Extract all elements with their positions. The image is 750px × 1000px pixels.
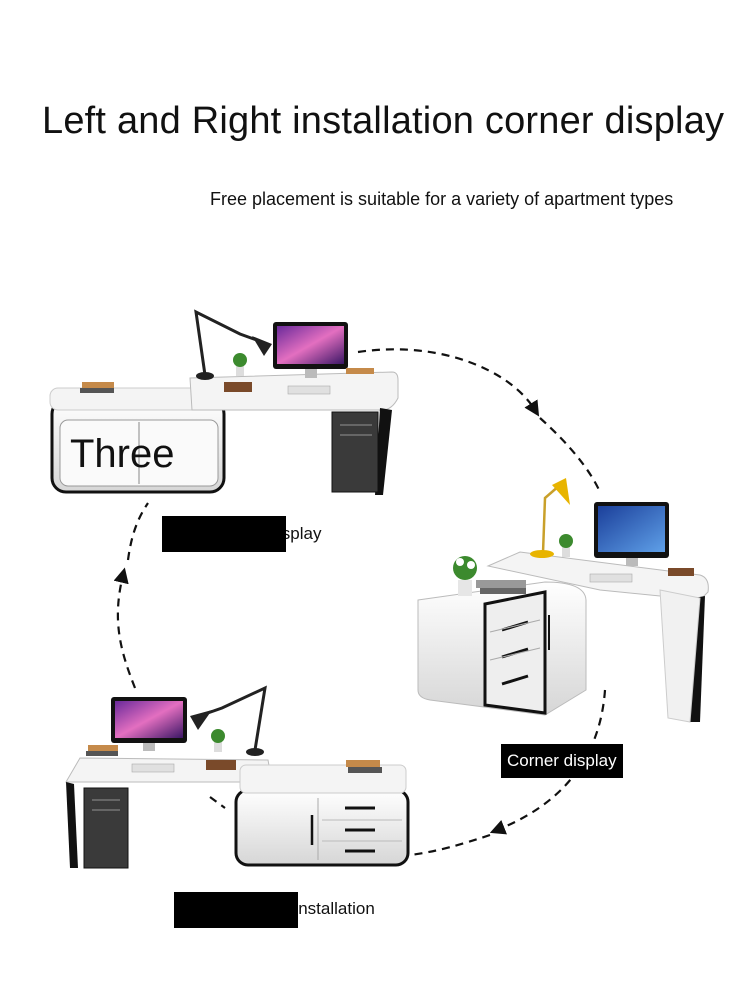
desk-bottom-left [65, 685, 410, 869]
desk-top-left [49, 309, 399, 495]
corner-display-label: Corner display [501, 744, 623, 778]
top-caption-text: isplay [278, 524, 322, 543]
arrow-left-up [113, 567, 137, 689]
overlay-number-text: Three [70, 432, 175, 476]
desk-right-corner [417, 478, 709, 723]
page-subtitle: Free placement is suitable for a variety… [210, 189, 674, 209]
redaction-box-top [162, 516, 286, 552]
rotation-arrows [113, 348, 607, 857]
page-title: Left and Right installation corner displ… [42, 100, 725, 142]
arrow-top-right [357, 348, 540, 417]
redaction-box-bottom [174, 892, 298, 928]
bottom-caption-text: t installation [285, 899, 375, 918]
